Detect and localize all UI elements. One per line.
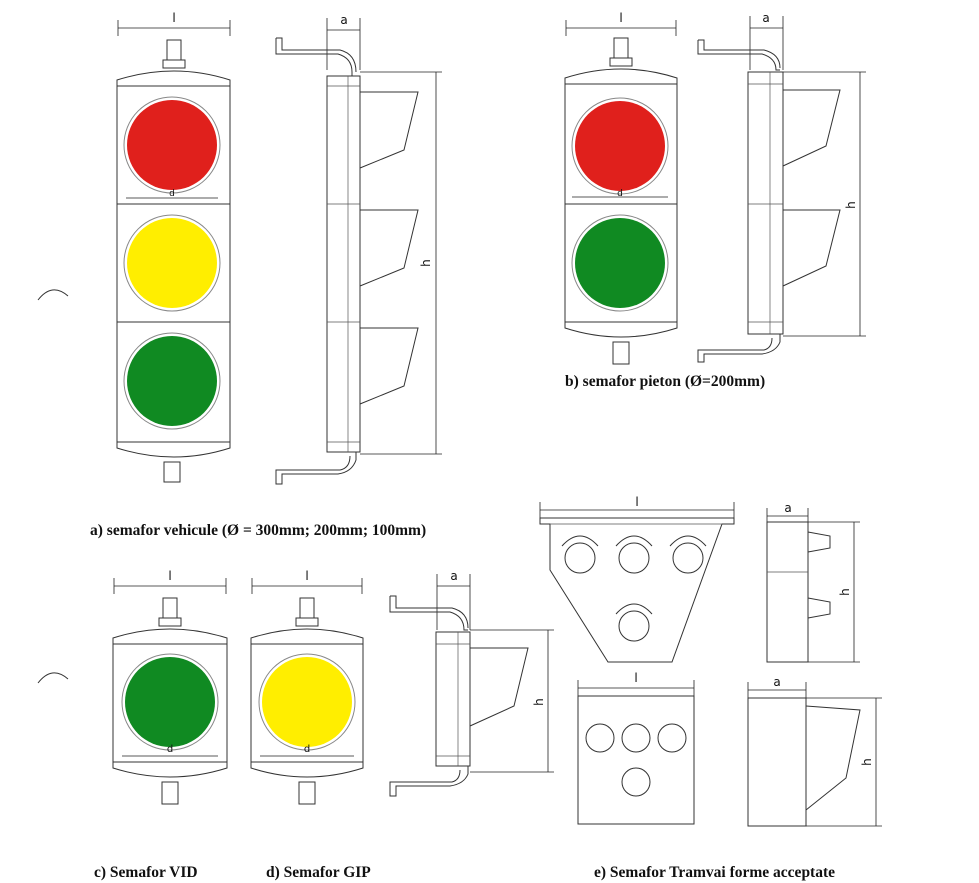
diameter-label: d	[167, 744, 173, 755]
caption-tram-signal: e) Semafor Tramvai forme acceptate	[594, 864, 836, 881]
diameter-label: d	[304, 744, 310, 755]
tram-signal-square-side: a h	[747, 675, 882, 827]
tram-signal-triangular-front: l	[539, 495, 735, 663]
vehicle-signal-side-view: a h	[275, 13, 442, 485]
caption-vehicle-signal: a) semafor vehicule (Ø = 300mm; 200mm; 1…	[90, 522, 427, 539]
width-label: l	[172, 11, 175, 25]
depth-label: a	[450, 569, 457, 583]
width-label: l	[305, 569, 308, 583]
depth-label: a	[762, 11, 769, 25]
square-housing	[577, 695, 695, 825]
bottom-cap	[116, 441, 231, 458]
top-cap	[116, 70, 231, 87]
visor-1	[359, 91, 419, 169]
height-label: h	[532, 698, 546, 706]
mount-bracket-bottom	[163, 461, 181, 483]
red-lens	[575, 101, 665, 191]
pedestrian-signal-front-view: l d	[564, 11, 678, 365]
single-signal-side-view: a h	[389, 569, 554, 797]
height-label: h	[844, 201, 858, 209]
punch-hole-mark-top	[37, 289, 69, 301]
green-lens	[575, 218, 665, 308]
side-bottom-bracket	[275, 452, 357, 485]
green-lens	[125, 657, 215, 747]
caption-vid-signal: c) Semafor VID	[94, 864, 198, 881]
side-housing	[326, 75, 361, 453]
diameter-label: d	[617, 189, 623, 199]
tram-signal-triangular-side: a h	[766, 501, 860, 663]
visor-2	[359, 209, 419, 287]
height-label: h	[860, 758, 874, 766]
width-label: l	[168, 569, 171, 583]
gip-signal-front-view: l d	[250, 569, 364, 805]
width-label: l	[635, 495, 638, 509]
depth-label: a	[773, 675, 780, 689]
red-lens	[127, 100, 217, 190]
triangular-housing	[539, 517, 735, 663]
height-label: h	[838, 588, 852, 596]
visor-3	[359, 327, 419, 405]
pedestrian-signal-side-view: a h	[697, 11, 866, 363]
yellow-lens	[127, 218, 217, 308]
depth-label: a	[340, 13, 347, 27]
green-lens	[127, 336, 217, 426]
width-label: l	[634, 671, 637, 685]
tram-signal-square-front: l	[577, 671, 695, 825]
mount-bracket-top	[166, 39, 182, 61]
caption-pedestrian-signal: b) semafor pieton (Ø=200mm)	[565, 373, 766, 390]
punch-hole-mark-bottom	[37, 672, 69, 684]
yellow-lens	[262, 657, 352, 747]
height-label: h	[419, 259, 433, 267]
depth-label: a	[784, 501, 791, 515]
width-label: l	[619, 11, 622, 25]
vid-signal-front-view: l d	[112, 569, 228, 805]
diameter-label: d	[169, 189, 175, 199]
caption-gip-signal: d) Semafor GIP	[266, 864, 371, 881]
vehicle-signal-front-view: l d	[116, 11, 231, 483]
side-top-bracket	[275, 38, 356, 77]
